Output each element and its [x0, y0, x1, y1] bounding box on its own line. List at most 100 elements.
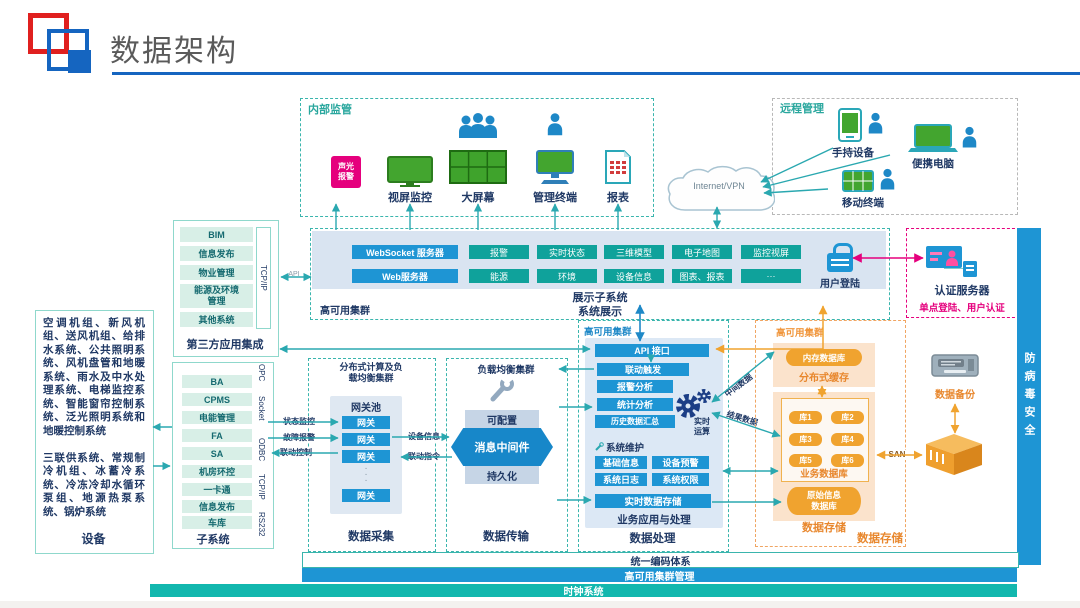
- web-server-box: Web服务器: [352, 269, 458, 283]
- status-monitor-label: 状态监控: [281, 417, 317, 427]
- lock-line: [831, 259, 849, 261]
- display-cluster-label: 高可用集群: [320, 306, 370, 317]
- person-icon: [547, 112, 563, 136]
- subsystem-item: 一卡通: [182, 483, 252, 496]
- title-underline: [112, 72, 1080, 75]
- link-control-label: 联动控制: [278, 448, 314, 458]
- lock-body: [827, 253, 853, 272]
- remote-title: 远程管理: [780, 103, 824, 115]
- configurable-band: 可配置: [465, 410, 539, 428]
- middleware-hexagon: 可配置 消息中间件 持久化: [451, 410, 553, 484]
- middleware-label: 消息中间件: [451, 428, 553, 466]
- data-transmission-label: 数据传输: [483, 531, 529, 543]
- devices-box: [35, 310, 154, 554]
- display-item: 实时状态: [537, 245, 597, 259]
- handheld-icon: [838, 108, 862, 142]
- protocol-label: OPC: [257, 364, 266, 382]
- link-command-label: 联动指令: [406, 452, 442, 462]
- maint-item: 基础信息: [595, 456, 647, 469]
- tcpip-label: TCP/IP: [259, 265, 268, 291]
- business-db-label: 业务数据库: [800, 469, 848, 480]
- business-app-label: 业务应用与处理: [617, 514, 691, 526]
- antivirus-label: 防病毒安全: [1023, 351, 1035, 442]
- internet-cloud: Internet/VPN: [663, 165, 775, 215]
- fault-alarm-label: 故障报警: [281, 433, 317, 443]
- terminal-icon: [534, 150, 576, 186]
- third-party-item: 物业管理: [180, 265, 253, 280]
- process-bar: 历史数据汇总: [595, 415, 675, 428]
- storage-inner-label: 数据存储: [802, 522, 846, 534]
- db-pill: 库6: [831, 454, 864, 467]
- db-pill: 库1: [789, 411, 822, 424]
- display-item: 三维模型: [604, 245, 664, 259]
- subsystems-label: 子系统: [196, 534, 230, 546]
- laptop-icon: [908, 124, 958, 154]
- db-pill: 库2: [831, 411, 864, 424]
- terminal-label: 管理终端: [533, 192, 577, 204]
- alarm-box: 声光 报警: [331, 156, 361, 188]
- video-monitor-icon: [387, 156, 433, 188]
- collection-title: 分布式计算及负 载均衡集群: [339, 362, 403, 384]
- gateway-box: 网关: [342, 450, 390, 463]
- processing-cluster-label: 高可用集群: [584, 327, 632, 338]
- data-processing-label: 数据处理: [629, 533, 676, 545]
- antivirus-bar: 防病毒安全: [1017, 228, 1041, 565]
- process-bar: 统计分析: [597, 398, 673, 411]
- auth-note: 单点登陆、用户认证: [919, 303, 1005, 314]
- tape-backup-icon: [930, 350, 980, 380]
- person-icon: [868, 112, 883, 134]
- mobile-terminal-icon: [842, 170, 874, 192]
- data-transmission-box: [446, 358, 568, 552]
- devices-label: 设备: [81, 532, 106, 546]
- subsystem-item: 车库: [182, 516, 252, 529]
- third-party-label: 第三方应用集成: [186, 339, 264, 351]
- san-label: SAN: [886, 450, 908, 460]
- devices-para2: 三联供系统、常规制冷机组、冰蓄冷系统、冷冻冷却水循环泵组、地源热泵系统、锅炉系统: [43, 452, 145, 518]
- subsystem-item: 信息发布: [182, 500, 252, 513]
- user-login-label: 用户登陆: [820, 279, 860, 290]
- big-screen-icon: [449, 150, 507, 186]
- maintenance-label: 系统维护: [606, 443, 645, 454]
- data-collection-label: 数据采集: [348, 531, 394, 543]
- protocol-label: Socket: [257, 396, 266, 421]
- device-info-label: 设备信息: [406, 432, 442, 442]
- db-pill: 库4: [831, 433, 864, 446]
- logo-blue-fill: [68, 50, 91, 73]
- third-party-item: 信息发布: [180, 246, 253, 261]
- subsystem-item: SA: [182, 447, 252, 460]
- cloud-label: Internet/VPN: [693, 181, 745, 191]
- tcpip-strip: TCP/IP: [256, 227, 271, 329]
- page-title: 数据架构: [110, 35, 238, 68]
- coding-system-bar: 统一编码体系: [302, 552, 1019, 568]
- ha-cluster-bar: 高可用集群管理: [302, 568, 1017, 583]
- api-arrow-label: API: [284, 270, 304, 280]
- page-bottom-strip: [0, 601, 1080, 608]
- maint-item: 系统日志: [595, 473, 647, 486]
- internal-monitor-box: [300, 98, 654, 217]
- gateway-box: 网关: [342, 433, 390, 446]
- protocols-strip: OPC Socket ODBC TCP/IP RS232: [254, 364, 269, 544]
- gateway-ellipsis: · · ·: [364, 463, 368, 486]
- lock-icon: [833, 243, 853, 257]
- gears-icon: [670, 388, 714, 418]
- subsystem-item: BA: [182, 375, 252, 388]
- websocket-server-box: WebSocket 服务器: [352, 245, 458, 259]
- auth-server-icon: [926, 246, 962, 268]
- backup-label: 数据备份: [935, 390, 975, 401]
- lock-line: [831, 264, 849, 266]
- display-item: 报警: [469, 245, 529, 259]
- storage-cluster-label: 高可用集群: [776, 328, 824, 339]
- person-icon: [880, 168, 895, 190]
- report-label: 报表: [607, 192, 629, 204]
- db-pill: 库5: [789, 454, 822, 467]
- display-item: 电子地图: [672, 245, 732, 259]
- auth-client-icon: [963, 261, 977, 277]
- logo: [28, 13, 98, 77]
- tool-icon: [595, 442, 604, 451]
- maintenance-row: 系统维护: [594, 440, 644, 454]
- gateway-box: 网关: [342, 416, 390, 429]
- mobile-terminal-label: 移动终端: [842, 197, 884, 209]
- display-item: 设备信息: [604, 269, 664, 283]
- subsystem-item: 电能管理: [182, 411, 252, 424]
